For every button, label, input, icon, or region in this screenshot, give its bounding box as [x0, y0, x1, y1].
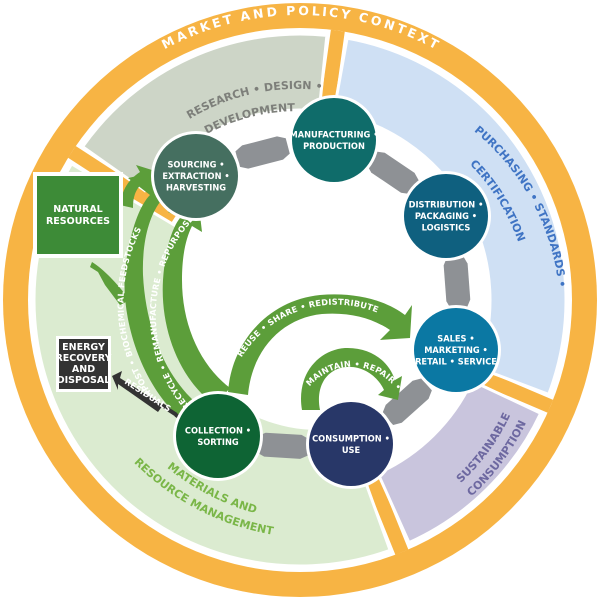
compost-branch-arrow — [90, 262, 130, 305]
distribution-label-line: PACKAGING • — [415, 211, 477, 222]
energy-line3: AND — [72, 364, 95, 375]
maintain-loop-arrow — [301, 347, 402, 410]
natural-resources-line1: NATURAL — [53, 204, 102, 215]
recycle-loop-arrow — [162, 198, 230, 405]
distribution-node: DISTRIBUTION •PACKAGING •LOGISTICS — [401, 171, 491, 261]
sourcing-node: SOURCING •EXTRACTION •HARVESTING — [151, 131, 241, 221]
flow-connector — [366, 151, 419, 194]
natural-resources-to-sourcing-arrow — [120, 165, 152, 208]
flow-connector — [235, 136, 290, 169]
energy-line2: RECOVERY — [55, 353, 111, 364]
manufacturing-label-line: MANUFACTURING • — [290, 129, 379, 140]
consumption-label-line: USE — [342, 445, 361, 456]
sourcing-label-line: HARVESTING — [166, 183, 226, 194]
flow-connector — [256, 432, 310, 459]
collection-label-line: SORTING — [197, 437, 239, 448]
sustainable-sector — [375, 378, 543, 545]
collection-label-line: COLLECTION • — [185, 425, 251, 436]
sales-label-line: MARKETING • — [424, 345, 488, 356]
sales-label-line: RETAIL • SERVICE — [415, 357, 497, 368]
energy-recovery-box: ENERGY RECOVERY AND DISPOSAL — [55, 336, 112, 392]
consumption-node: CONSUMPTION •USE — [306, 399, 396, 489]
natural-resources-box: NATURAL RESOURCES — [33, 172, 123, 258]
collection-node: COLLECTION •SORTING — [173, 391, 263, 481]
compost-loop-arrow — [124, 168, 205, 425]
distribution-label-line: LOGISTICS — [422, 223, 471, 234]
reuse-loop-arrow — [228, 294, 412, 395]
manufacturing-label-line: PRODUCTION — [303, 141, 365, 152]
flow-connector — [443, 255, 471, 309]
connector-layer — [235, 136, 471, 459]
sales-node: SALES •MARKETING •RETAIL • SERVICE — [411, 305, 501, 395]
natural-resources-line2: RESOURCES — [46, 216, 110, 227]
sales-label-line: SALES • — [437, 334, 474, 345]
node-layer: SOURCING •EXTRACTION •HARVESTING MANUFACT… — [151, 95, 501, 489]
energy-line4: DISPOSAL — [57, 375, 111, 386]
energy-line1: ENERGY — [62, 342, 105, 353]
sourcing-label-line: SOURCING • — [167, 160, 224, 171]
flow-connector — [382, 378, 432, 426]
consumption-label-line: CONSUMPTION • — [312, 433, 390, 444]
purchasing-sector — [331, 36, 568, 397]
manufacturing-node: MANUFACTURING •PRODUCTION — [289, 95, 379, 185]
distribution-label-line: DISTRIBUTION • — [409, 200, 484, 211]
sourcing-label-line: EXTRACTION • — [162, 171, 229, 182]
